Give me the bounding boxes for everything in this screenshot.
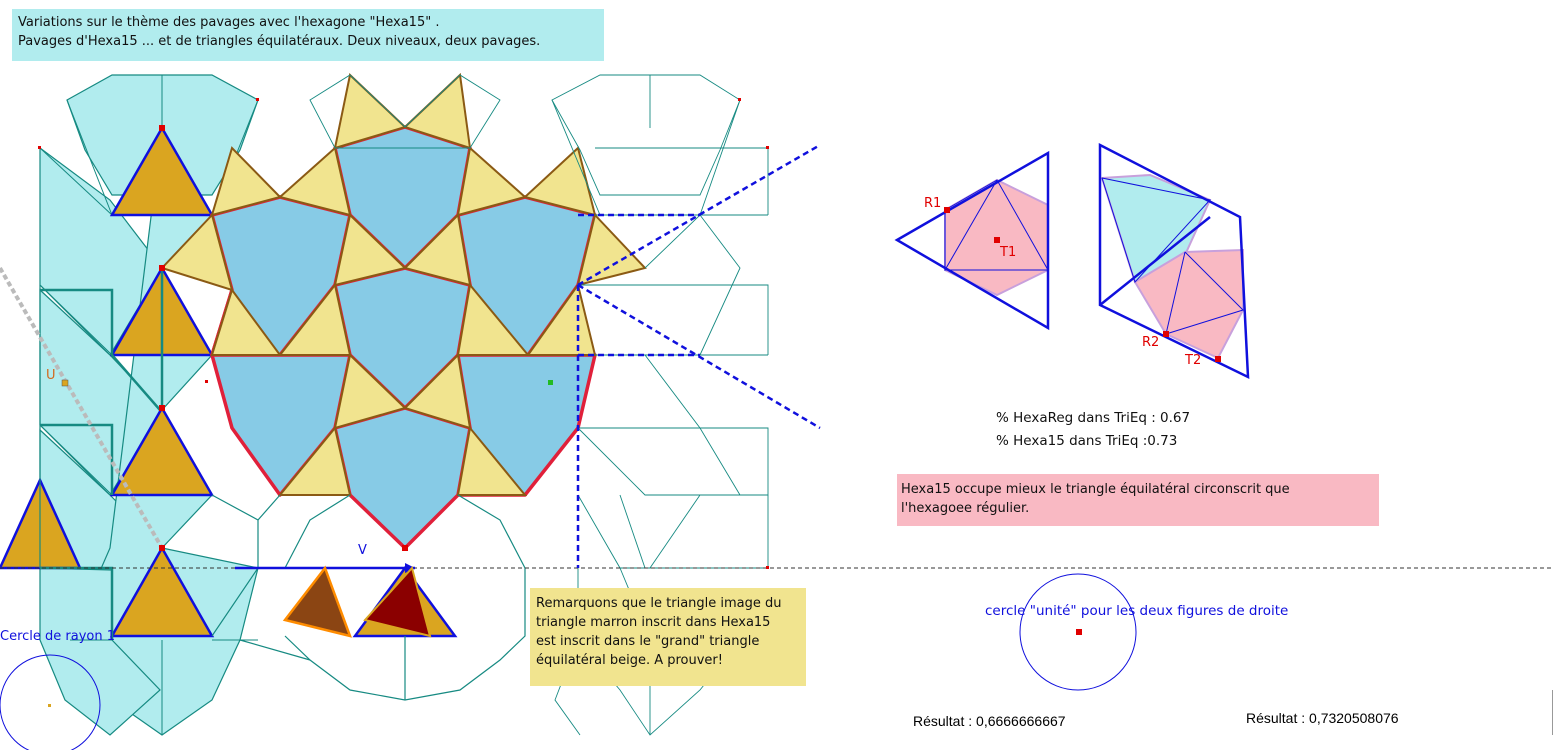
beige-triangles [160, 72, 647, 496]
label-t1: T1 [1000, 245, 1017, 260]
label-r2: R2 [1142, 335, 1160, 350]
label-circle-left: Cercle de rayon 1 [0, 629, 116, 644]
result-left: Résultat : 0,6666666667 [913, 713, 1066, 729]
label-t2: T2 [1185, 353, 1202, 368]
left-unit-circle [0, 654, 101, 750]
note-line-2: l'hexagoee régulier. [901, 501, 1030, 516]
figure-one [894, 150, 1050, 331]
note-box: Hexa15 occupe mieux le triangle équilaté… [897, 474, 1379, 526]
label-r1: R1 [924, 196, 942, 211]
title-line-2: Pavages d'Hexa15 ... et de triangles équ… [18, 34, 541, 49]
vector-v-arrowhead [405, 563, 415, 573]
blue-dashed-arrows [576, 143, 821, 568]
red-markers [38, 98, 1082, 635]
pct-hexareg: % HexaReg dans TriEq : 0.67 [996, 410, 1191, 426]
brown-triangle [282, 565, 352, 638]
remark-line-2: triangle marron inscrit dans Hexa15 [536, 615, 771, 630]
label-u: U [46, 368, 56, 383]
remark-box: Remarquons que le triangle image du tria… [530, 588, 806, 686]
point-u-marker [61, 379, 69, 387]
right-unit-circle [1019, 573, 1137, 691]
grey-dashed-line [0, 266, 164, 550]
title-box: Variations sur le thème des pavages avec… [12, 9, 604, 61]
remark-line-3: est inscrit dans le "grand" triangle [536, 634, 760, 649]
teal-tiling-lines [39, 285, 526, 701]
result-right: Résultat : 0,7320508076 [1246, 710, 1399, 726]
green-marker [548, 380, 553, 385]
remark-line-4: équilatéral beige. A prouver! [536, 653, 723, 668]
title-line-1: Variations sur le thème des pavages avec… [18, 15, 440, 30]
left-circle-center [48, 704, 51, 707]
figure-two [1098, 142, 1250, 380]
label-circle-right: cercle "unité" pour les deux figures de … [985, 603, 1289, 619]
label-v: V [358, 543, 367, 558]
pct-hexa15: % Hexa15 dans TriEq :0.73 [996, 433, 1178, 449]
note-line-1: Hexa15 occupe mieux le triangle équilaté… [901, 482, 1290, 497]
darkred-triangle [363, 565, 432, 638]
remark-line-1: Remarquons que le triangle image du [536, 596, 782, 611]
